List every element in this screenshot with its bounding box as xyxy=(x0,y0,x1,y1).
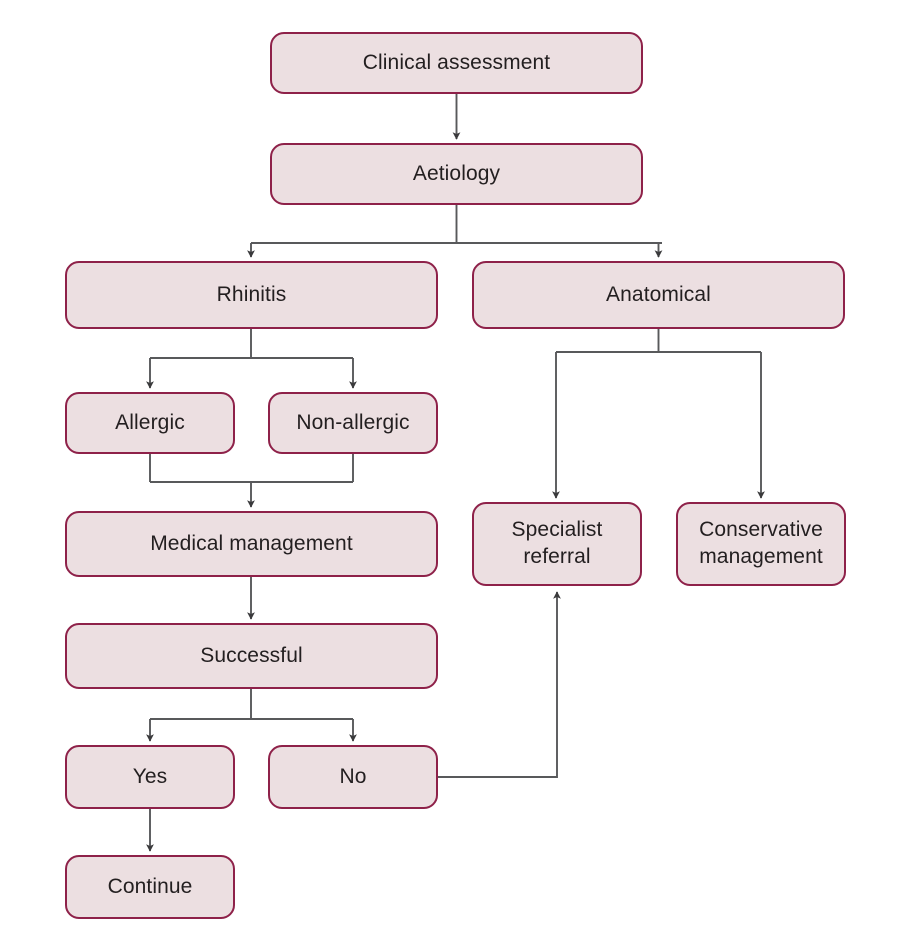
node-clinical-assessment[interactable]: Clinical assessment xyxy=(270,32,643,94)
node-yes-label: Yes xyxy=(132,764,168,788)
node-non-allergic-label: Non-allergic xyxy=(296,410,410,434)
node-aetiology-label: Aetiology xyxy=(412,161,501,185)
node-continue[interactable]: Continue xyxy=(65,855,235,919)
node-aetiology[interactable]: Aetiology xyxy=(270,143,643,205)
node-successful[interactable]: Successful xyxy=(65,623,438,689)
node-no-label: No xyxy=(339,764,367,788)
node-allergic[interactable]: Allergic xyxy=(65,392,235,454)
node-clinical-assessment-label: Clinical assessment xyxy=(362,50,551,74)
node-non-allergic[interactable]: Non-allergic xyxy=(268,392,438,454)
node-yes[interactable]: Yes xyxy=(65,745,235,809)
node-anatomical[interactable]: Anatomical xyxy=(472,261,845,329)
node-specialist-referral[interactable]: Specialist referral xyxy=(472,502,642,586)
node-rhinitis[interactable]: Rhinitis xyxy=(65,261,438,329)
node-anatomical-label: Anatomical xyxy=(606,282,711,306)
node-allergic-label: Allergic xyxy=(115,410,185,434)
node-conservative-management[interactable]: Conservative management xyxy=(676,502,846,586)
node-continue-label: Continue xyxy=(107,874,193,898)
node-conservative-management-label: Conservative management xyxy=(699,518,823,568)
node-successful-label: Successful xyxy=(200,643,303,667)
node-medical-management-label: Medical management xyxy=(150,531,353,555)
node-no[interactable]: No xyxy=(268,745,438,809)
node-rhinitis-label: Rhinitis xyxy=(216,282,287,306)
node-specialist-referral-label: Specialist referral xyxy=(511,518,603,568)
node-medical-management[interactable]: Medical management xyxy=(65,511,438,577)
edge-no-to-specialist-referral xyxy=(438,591,561,778)
